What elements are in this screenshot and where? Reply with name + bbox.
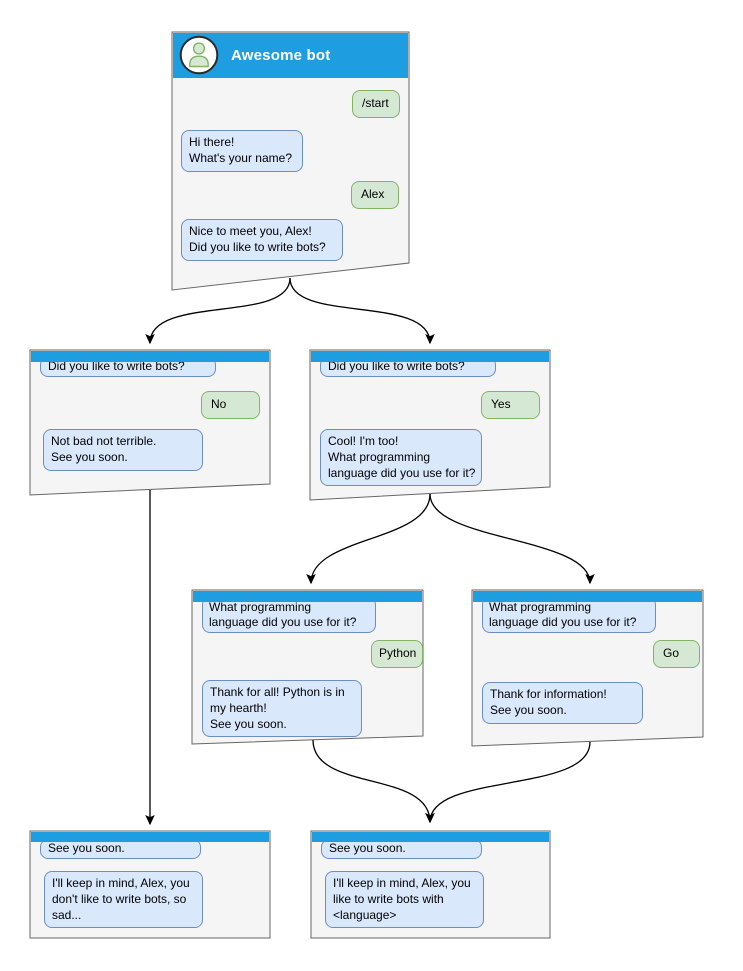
bubble-context-end-yes: See you soon. [321,839,482,859]
node-branch-go-titlebar [473,591,702,602]
edge-root-to-branch-no [145,277,291,345]
person-avatar-icon [179,35,219,75]
bubble-bot-reply-end-no: I'll keep in mind, Alex, you don't like … [44,871,203,929]
bubble-user-answer-yes: Yes [481,391,540,419]
node-root-titlebar: Awesome bot [173,33,408,78]
bubble-context-branch-go: What programming language did you use fo… [482,597,656,633]
edge-go-to-end-yes [425,741,591,824]
bubble-bot-greeting: Hi there! What's your name? [181,130,303,172]
node-end-yes-titlebar [312,832,549,842]
bubble-bot-reply-python: Thank for all! Python is in my hearth! S… [202,680,362,738]
bubble-context-branch-python: What programming language did you use fo… [202,597,376,633]
edge-branch-yes-to-python [306,493,431,585]
bubble-bot-reply-go: Thank for information! See you soon. [482,682,643,724]
bot-title: Awesome bot [231,47,331,64]
node-end-no-titlebar [31,832,269,842]
node-branch-python-titlebar [193,591,422,602]
edge-branch-yes-to-go [429,493,595,585]
bubble-bot-question: Nice to meet you, Alex! Did you like to … [181,219,343,261]
node-branch-no-titlebar [31,351,269,362]
bubble-user-answer-no: No [201,391,260,419]
bubble-user-name: Alex [351,181,399,209]
bubble-bot-reply-end-yes: I'll keep in mind, Alex, you like to wri… [325,871,484,929]
bubble-bot-reply-no: Not bad not terrible. See you soon. [43,429,203,471]
bubble-user-answer-python: Python [371,640,423,668]
edge-root-to-branch-yes [289,277,435,345]
node-branch-yes-titlebar [311,351,549,362]
bubble-user-start-command: /start [352,90,400,118]
bubble-bot-reply-yes: Cool! I'm too! What programming language… [320,429,482,487]
edge-python-to-end-yes [312,739,435,824]
bubble-user-answer-go: Go [653,640,700,668]
bubble-context-end-no: See you soon. [40,839,201,859]
